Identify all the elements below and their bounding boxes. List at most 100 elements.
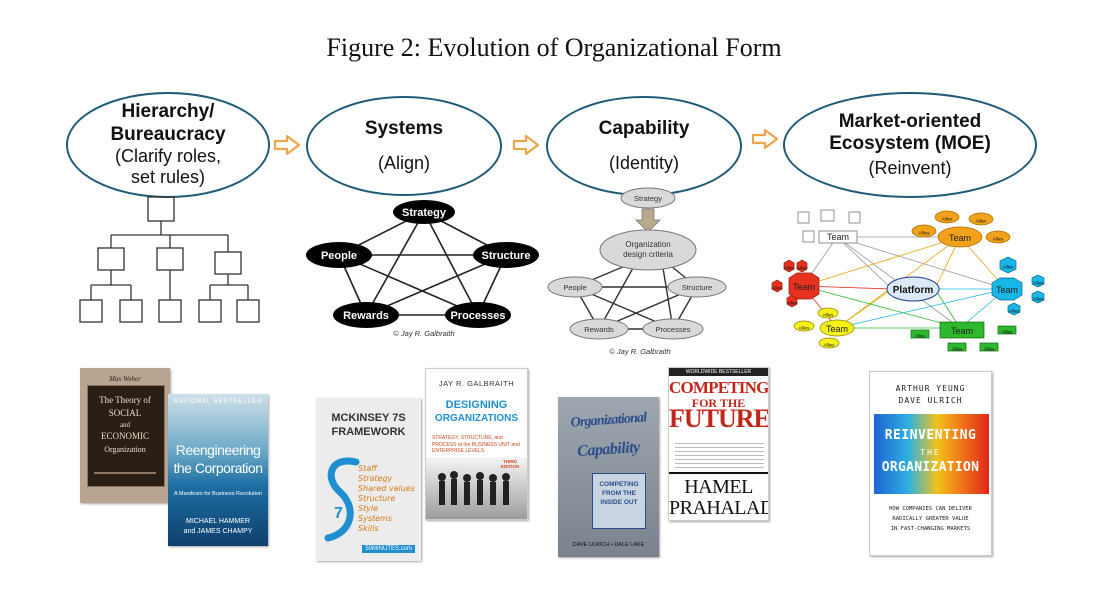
moe-platform-label: Platform bbox=[893, 285, 934, 296]
moe-ally-label: Allies bbox=[797, 266, 809, 271]
book-edition: THIRD EDITION bbox=[499, 459, 521, 469]
stage-moe: Market-oriented Ecosystem (MOE) (Reinven… bbox=[783, 92, 1037, 198]
book-author: DAVE ULRICH • DALE LAKE bbox=[558, 542, 659, 548]
cap-node-label: Structure bbox=[682, 283, 712, 292]
book-author: JAY R. GALBRAITH bbox=[426, 379, 527, 388]
star-node-label: Processes bbox=[450, 310, 505, 322]
book-title-line: Reengineering bbox=[168, 442, 268, 458]
cap-node-label: People bbox=[563, 283, 586, 292]
moe-ally-label: Allies bbox=[976, 219, 988, 224]
moe-team-label: Team bbox=[827, 232, 849, 242]
moe-ally-label: Allies bbox=[1033, 281, 1045, 286]
moe-ally-label: Allies bbox=[784, 266, 796, 271]
book-title-line: ECONOMIC bbox=[80, 431, 170, 441]
hierarchy-org-chart bbox=[78, 192, 268, 338]
book-title-line: FRAMEWORK bbox=[316, 426, 421, 438]
moe-ally-label: Allies bbox=[1009, 309, 1021, 314]
stage-name: Market-oriented Ecosystem (MOE) bbox=[815, 111, 1005, 156]
book-author: Max Weber bbox=[80, 375, 170, 383]
stage-name: Systems bbox=[365, 118, 443, 140]
book-title-line: THE bbox=[870, 448, 991, 457]
arrow-right-icon bbox=[512, 134, 540, 156]
moe-ecosystem-diagram: Team Team Team Team Team bbox=[770, 206, 1054, 356]
book-banner: WORLDWIDE BESTSELLER bbox=[669, 368, 768, 376]
cap-credit: © Jay R. Galbraith bbox=[609, 347, 670, 356]
book-banner: NATIONAL BESTSELLER bbox=[168, 399, 268, 405]
mckinsey-word: Skills bbox=[358, 524, 415, 534]
arrow-right-icon bbox=[273, 134, 301, 156]
book-author: and JAMES CHAMPY bbox=[168, 528, 268, 535]
book-author: PRAHALAD bbox=[669, 497, 768, 520]
stage-subtitle: (Reinvent) bbox=[868, 158, 951, 179]
book-title-line: MCKINSEY 7S bbox=[316, 412, 421, 424]
book-subtitle: COMPETING FROM THE INSIDE OUT bbox=[592, 473, 646, 529]
book-subtitle: HOW COMPANIES CAN DELIVER bbox=[870, 506, 991, 512]
mckinsey-word: Style bbox=[358, 504, 415, 514]
stage-hierarchy: Hierarchy/ Bureaucracy (Clarify roles, s… bbox=[66, 92, 270, 198]
moe-ally-label: Allies bbox=[787, 301, 799, 306]
star-credit: © Jay R. Galbraith bbox=[393, 329, 454, 338]
mckinsey-word: Shared values bbox=[358, 484, 415, 494]
moe-ally-label: Allies bbox=[993, 237, 1005, 242]
moe-ally-label: Allies bbox=[1002, 330, 1014, 335]
moe-team-label: Team bbox=[793, 282, 815, 292]
moe-team-label: Team bbox=[826, 324, 848, 334]
stage-capability: Capability (Identity) bbox=[546, 96, 742, 196]
book-reinventing: ARTHUR YEUNG DAVE ULRICH REINVENTING THE… bbox=[869, 371, 992, 556]
stage-subtitle: (Identity) bbox=[609, 153, 679, 174]
book-title-line: and bbox=[80, 421, 170, 429]
moe-ally-label: Allies bbox=[1003, 265, 1015, 270]
book-title-line: COMPETING bbox=[669, 378, 768, 398]
people-silhouettes-icon bbox=[434, 469, 522, 515]
moe-ally-label: Allies bbox=[824, 343, 836, 348]
book-title-line: SOCIAL bbox=[80, 408, 170, 418]
book-title-line: ORGANIZATIONS bbox=[426, 413, 527, 424]
svg-text:7: 7 bbox=[334, 505, 343, 522]
moe-ally-label: Allies bbox=[799, 326, 811, 331]
moe-team-label: Team bbox=[949, 233, 971, 243]
mckinsey-word: Systems bbox=[358, 514, 415, 524]
book-subtitle: A Manifesto for Business Revolution bbox=[168, 491, 268, 497]
book-title-line: ORGANIZATION bbox=[870, 460, 991, 475]
book-author: MICHAEL HAMMER bbox=[168, 518, 268, 525]
book-title-line: The Theory of bbox=[80, 395, 170, 405]
book-galbraith: JAY R. GALBRAITH DESIGNING ORGANIZATIONS… bbox=[425, 368, 528, 520]
moe-ally-label: Allies bbox=[952, 347, 964, 352]
star-node-label: People bbox=[321, 250, 357, 262]
moe-ally-label: Allies bbox=[984, 347, 996, 352]
moe-team-label: Team bbox=[996, 285, 1018, 295]
moe-ally-label: Allies bbox=[919, 231, 931, 236]
moe-ally-label: Allies bbox=[772, 286, 784, 291]
stage-systems: Systems (Align) bbox=[306, 96, 502, 196]
book-author: DAVE ULRICH bbox=[870, 396, 991, 405]
seven-s-icon: 7 bbox=[322, 456, 362, 544]
book-competing: WORLDWIDE BESTSELLER COMPETING FOR THE F… bbox=[668, 367, 769, 521]
figure-title: Figure 2: Evolution of Organizational Fo… bbox=[0, 33, 1108, 63]
stage-name: Capability bbox=[599, 118, 690, 140]
moe-ally-label: Allies bbox=[1033, 297, 1045, 302]
star-node-label: Structure bbox=[482, 250, 531, 262]
moe-ally-label: Allies bbox=[823, 313, 835, 318]
capability-model-diagram: Strategy Organization design criteria Pe… bbox=[545, 186, 751, 358]
moe-ally-label: Allies bbox=[915, 334, 927, 339]
mckinsey-word: Staff bbox=[358, 464, 415, 474]
book-title-line: DESIGNING bbox=[426, 399, 527, 411]
book-subtitle: RADICALLY GREATER VALUE bbox=[870, 516, 991, 522]
book-weber: Max Weber The Theory of SOCIAL and ECONO… bbox=[80, 368, 170, 503]
stage-subtitle: (Clarify roles, set rules) bbox=[108, 146, 228, 188]
book-reengineering: NATIONAL BESTSELLER Reengineering the Co… bbox=[168, 394, 268, 546]
star-node-label: Rewards bbox=[343, 310, 389, 322]
book-orgcap: Organizational Capability COMPETING FROM… bbox=[558, 397, 659, 557]
mckinsey-word-list: Staff Strategy Shared values Structure S… bbox=[358, 464, 415, 534]
cap-node-label: Processes bbox=[655, 325, 690, 334]
book-author: ARTHUR YEUNG bbox=[870, 384, 991, 393]
book-subtitle: IN FAST-CHANGING MARKETS bbox=[870, 526, 991, 532]
book-mckinsey: MCKINSEY 7S FRAMEWORK 7 Staff Strategy S… bbox=[316, 398, 421, 561]
moe-ally-label: Allies bbox=[942, 217, 954, 222]
book-title-line: REINVENTING bbox=[870, 428, 991, 443]
book-author: HAMEL bbox=[669, 476, 768, 499]
cap-center-label: design criteria bbox=[623, 250, 673, 259]
book-footer: 50MINUTES.com bbox=[362, 545, 415, 553]
book-title-line: Capability bbox=[558, 437, 659, 462]
star-model-diagram: Strategy People Structure Rewards Proces… bbox=[300, 198, 548, 338]
